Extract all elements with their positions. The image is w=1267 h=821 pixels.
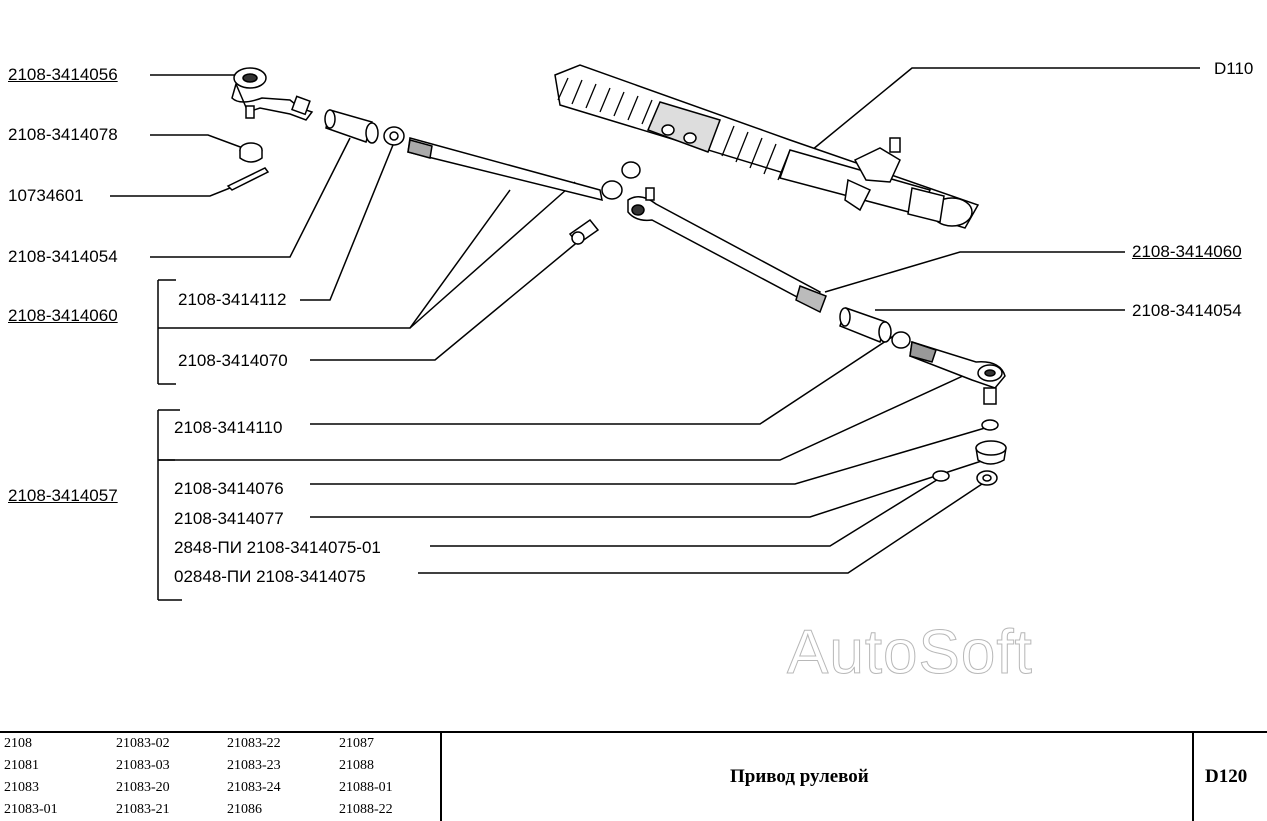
model-item: 21081 — [4, 758, 39, 773]
page-code: D120 — [1205, 766, 1248, 787]
label-rod-110: 2108-3414110 — [174, 418, 283, 437]
cotter-pin-part — [226, 167, 270, 191]
label-nut: 2108-3414078 — [8, 125, 118, 144]
sleeve-right — [839, 307, 911, 349]
label-cotter-pin: 10734601 — [8, 186, 84, 205]
clamp-ring-left — [383, 126, 405, 146]
sleeve-left — [324, 109, 379, 144]
label-tie-rod-end-assembly[interactable]: 2108-3414057 — [8, 486, 118, 505]
model-item: 21083-21 — [116, 802, 170, 817]
watermark: AutoSoft — [787, 618, 1033, 688]
model-item: 2108 — [4, 736, 32, 751]
model-item: 21087 — [339, 736, 374, 751]
tie-rod-end-left — [231, 67, 314, 121]
leader-lines — [110, 67, 1200, 601]
label-clamp: 2108-3414112 — [178, 290, 287, 309]
label-sleeve-right: 2108-3414054 — [1132, 301, 1242, 320]
steering-gear — [554, 64, 980, 229]
nut-part — [239, 142, 263, 163]
model-item: 21083-01 — [4, 802, 58, 817]
label-rod-070: 2108-3414070 — [178, 351, 288, 370]
model-item: 21083-23 — [227, 758, 281, 773]
small-parts-right — [932, 419, 1007, 486]
model-item: 21083-20 — [116, 780, 170, 795]
rod-left — [407, 137, 603, 202]
label-washer-pair-2: 02848-ПИ 2108-3414075 — [174, 567, 366, 586]
label-steering-gear[interactable]: D110 — [1214, 59, 1254, 78]
model-item: 21083-24 — [227, 780, 281, 795]
rod-right — [627, 187, 827, 314]
model-item: 21088 — [339, 758, 374, 773]
label-tie-rod-end[interactable]: 2108-3414056 — [8, 65, 118, 84]
bushings — [568, 161, 641, 246]
label-boot: 2108-3414076 — [174, 479, 284, 498]
label-washer-pair-1: 2848-ПИ 2108-3414075-01 — [174, 538, 381, 557]
model-item: 21083 — [4, 780, 39, 795]
page-title: Привод рулевой — [730, 766, 869, 787]
model-item: 21086 — [227, 802, 262, 817]
parts-diagram — [110, 64, 1200, 601]
tie-rod-end-right — [909, 341, 1006, 405]
label-tie-rod-assembly-right[interactable]: 2108-3414060 — [1132, 242, 1242, 261]
model-item: 21083-03 — [116, 758, 170, 773]
label-sleeve-left: 2108-3414054 — [8, 247, 118, 266]
footer-divider — [1192, 733, 1194, 821]
label-tie-rod-assembly-left[interactable]: 2108-3414060 — [8, 306, 118, 325]
footer-divider — [440, 733, 442, 821]
footer-table: 2108 21081 21083 21083-01 21083-02 21083… — [0, 731, 1267, 821]
model-item: 21083-02 — [116, 736, 170, 751]
model-item: 21083-22 — [227, 736, 281, 751]
model-item: 21088-22 — [339, 802, 393, 817]
model-item: 21088-01 — [339, 780, 393, 795]
label-ring: 2108-3414077 — [174, 509, 284, 528]
